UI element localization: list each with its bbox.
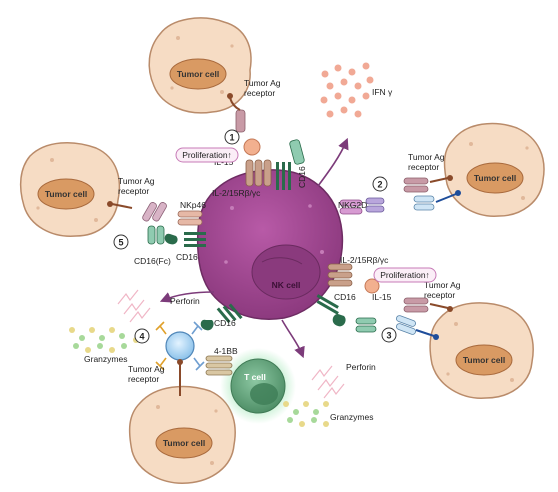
il2-15-receptor-right [327, 263, 353, 287]
tumor-cell-top-left: Tumor cell [148, 17, 252, 114]
tumor-ag-label-left-line1: Tumor Ag [118, 176, 155, 186]
granzymes-label-left: Granzymes [84, 354, 127, 364]
ifn-gamma-particles [320, 62, 374, 118]
granzymes-bottom-particles [283, 401, 329, 427]
granzymes-label-bottom: Granzymes [330, 412, 373, 422]
il2-receptor-label-right: IL-2/15Rβ/γc [340, 255, 389, 265]
perforin-bottom-icon [311, 365, 345, 399]
cd16-fc-label: CD16(Fc) [134, 256, 171, 266]
nkg2d-label: NKG2D [338, 200, 367, 210]
cd16-receptor-top [276, 139, 305, 190]
tumor-ag-label-bottom-line1: Tumor Ag [128, 364, 165, 374]
step-4-number: 4 [139, 332, 144, 342]
tumor-cell-bottom-right: Tumor cell [429, 302, 534, 399]
nkg2d-receptor [339, 197, 385, 215]
arrow-to-ifn [317, 137, 349, 187]
proliferation-badge-right: Proliferation↑ [373, 267, 437, 283]
cd16-label-top: CD16 [297, 166, 307, 188]
step-5-badge: 5 [113, 234, 129, 250]
tumor-cell-top-right: Tumor cell [443, 122, 545, 217]
step-3-badge: 3 [381, 327, 397, 343]
il2-receptor-label-top: IL-2/15Rβ/γc [212, 188, 261, 198]
il15-ligand-right [364, 278, 380, 294]
step-5-number: 5 [118, 238, 123, 248]
tumor-ag-label-right-bottom-line1: Tumor Ag [424, 280, 461, 290]
cd16-receptor-bottom-left [200, 303, 243, 331]
cd16-label-left: CD16 [176, 252, 198, 262]
tumor-cell-label: Tumor cell [463, 355, 505, 365]
tumor-cell-nucleus [455, 344, 513, 376]
t-cell: T cell [220, 348, 296, 424]
tumor-ag-receptor-right-top [403, 175, 461, 211]
tumor-ag-label-left-line2: receptor [118, 186, 149, 196]
tumor-cell-left: Tumor cell [19, 142, 121, 237]
tumor-ag-receptor-top [235, 109, 246, 133]
il15-label-right: IL-15 [372, 292, 392, 302]
nkp46-label: NKp46 [180, 200, 206, 210]
step-2-badge: 2 [372, 176, 388, 192]
tumor-cell-nucleus [37, 178, 95, 210]
cd16-fc-antibody-left [142, 202, 167, 245]
tumor-cell-nucleus [169, 58, 227, 90]
tumor-ag-label-right-bottom-line2: receptor [424, 290, 455, 300]
step-4-badge: 4 [134, 328, 150, 344]
tumor-cell-label: Tumor cell [177, 69, 219, 79]
perforin-label-bottom: Perforin [346, 362, 376, 372]
tumor-ag-receptor-right-bottom [396, 297, 453, 340]
cd16-receptor-right [316, 294, 377, 333]
proliferation-badge-top: Proliferation↑ [175, 147, 239, 163]
perforin-label-left: Perforin [170, 296, 200, 306]
tumor-cell-label: Tumor cell [163, 438, 205, 448]
step-1-badge: 1 [224, 129, 240, 145]
tumor-ag-label-right-top-line2: receptor [408, 162, 439, 172]
tumor-ag-label-line1: Tumor Ag [244, 78, 281, 88]
proliferation-label-top: Proliferation↑ [182, 150, 232, 160]
ifn-label: IFN γ [372, 87, 393, 97]
nkp46-receptor [177, 210, 203, 226]
tumor-ag-label-bottom-line2: receptor [128, 374, 159, 384]
nk-cell-nucleus [251, 244, 321, 300]
tumor-ag-receptor-left [111, 203, 133, 209]
four-one-bb-label: 4-1BB [214, 346, 238, 356]
tumor-cell-nucleus [155, 427, 213, 459]
cd16-receptor-left [164, 232, 206, 247]
tumor-cell-label: Tumor cell [45, 189, 87, 199]
cd16-label-bottom-left: CD16 [214, 318, 236, 328]
nk-cell-label: NK cell [272, 280, 301, 290]
il15-ligand-top [243, 138, 261, 156]
tumor-ag-label-right-top-line1: Tumor Ag [408, 152, 445, 162]
tumor-cell-nucleus [466, 162, 524, 194]
step-2-number: 2 [377, 180, 382, 190]
proliferation-label-right: Proliferation↑ [380, 270, 430, 280]
arrow-to-perforin-bottom [281, 319, 305, 359]
arrow-to-perforin-left [159, 291, 215, 303]
tumor-ag-label-line2: receptor [244, 88, 275, 98]
tumor-cell-label: Tumor cell [474, 173, 516, 183]
step-3-number: 3 [386, 331, 391, 341]
tumor-cell-bottom: Tumor cell [128, 385, 236, 484]
perforin-left-icon [117, 289, 151, 323]
nk-cell: NK cell [196, 169, 344, 320]
granzymes-left-particles [69, 327, 139, 353]
step-1-number: 1 [229, 133, 234, 143]
il2-15-receptor-top [245, 159, 272, 187]
t-cell-label: T cell [244, 372, 266, 382]
four-one-bb-receptor [205, 355, 233, 376]
cd16-label-right: CD16 [334, 292, 356, 302]
